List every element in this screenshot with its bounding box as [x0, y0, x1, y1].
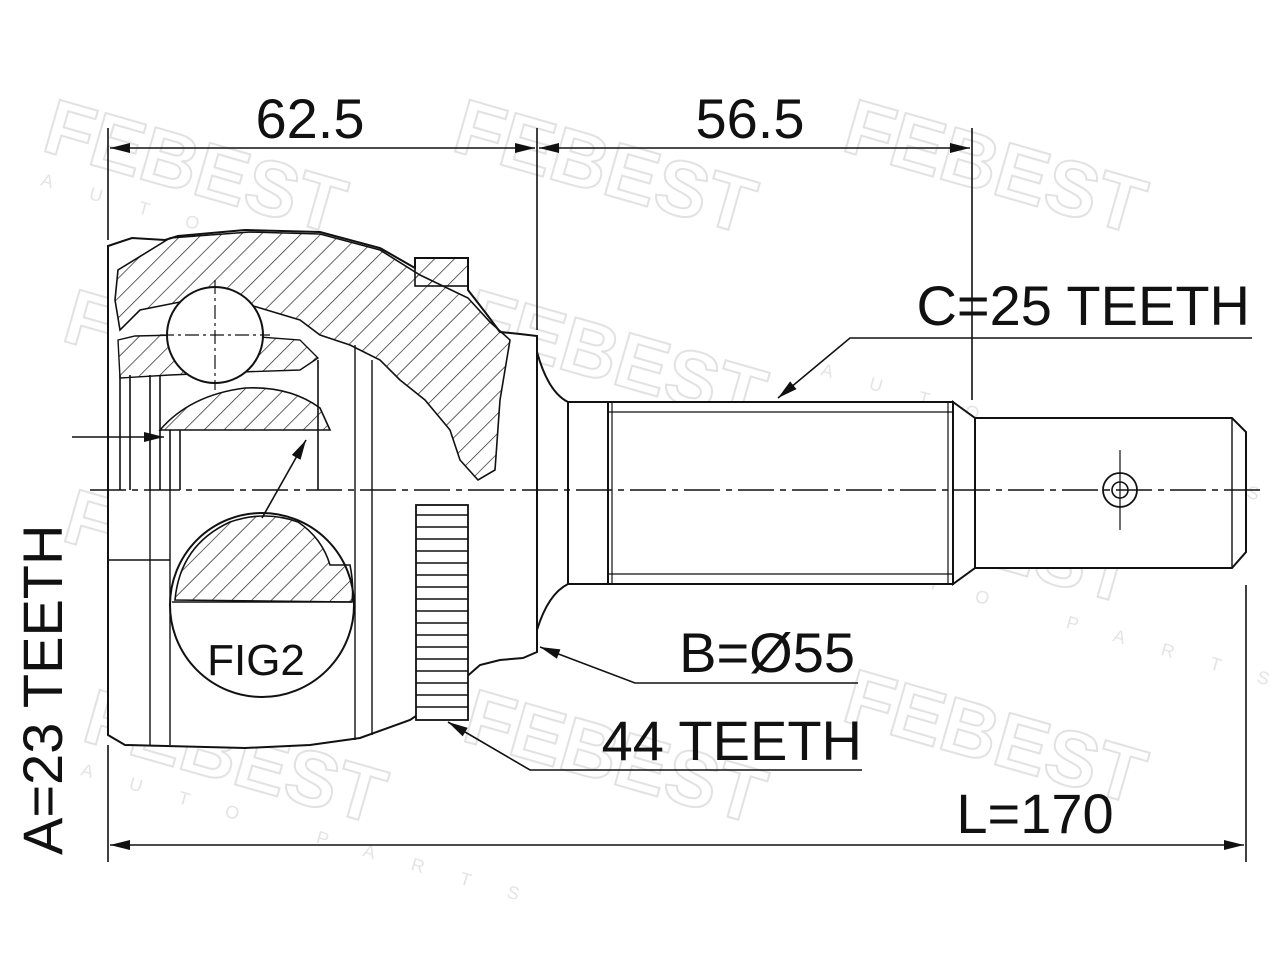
fig2-detail [169, 439, 355, 698]
watermark-brand: FEBEST [835, 82, 1155, 251]
leader-abs-teeth [447, 721, 862, 771]
label-a-spline: A=23 TEETH [11, 525, 74, 855]
dim-shaft-length: 56.5 [696, 87, 805, 150]
leader-b-diameter [539, 646, 858, 684]
abs-ring [415, 504, 469, 721]
label-c-spline: C=25 TEETH [916, 274, 1250, 337]
label-b-diameter: B=Ø55 [679, 621, 855, 684]
dimension-lines [110, 143, 1244, 850]
dim-housing-length: 62.5 [256, 87, 365, 150]
leader-c-spline [777, 337, 1252, 399]
dim-total-length: L=170 [956, 782, 1113, 845]
fig2-leader [261, 439, 307, 519]
label-abs-teeth: 44 TEETH [602, 709, 862, 772]
shaft [536, 351, 1247, 631]
label-fig2: FIG2 [207, 636, 305, 685]
extension-lines [107, 128, 1247, 862]
